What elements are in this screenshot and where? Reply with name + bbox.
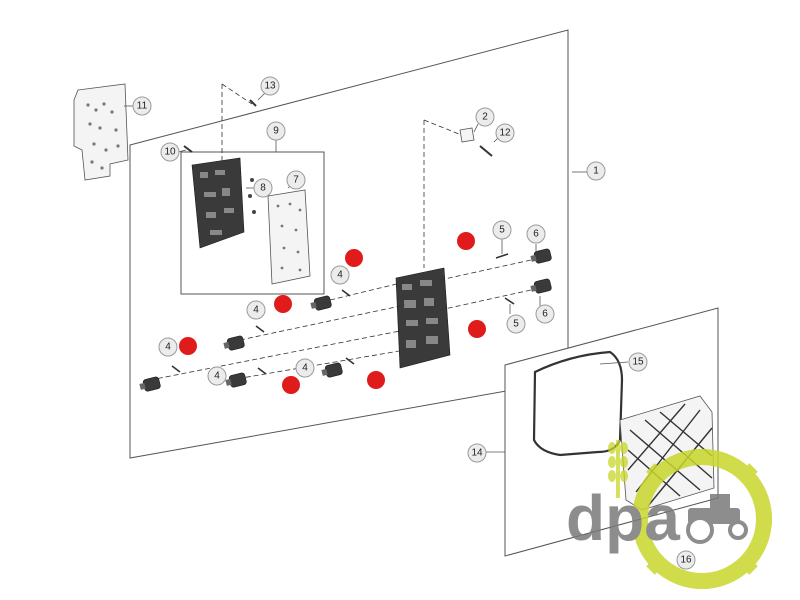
screw-part-8 <box>248 178 256 214</box>
callout-5: 5 <box>492 220 512 240</box>
red-marker <box>282 376 300 394</box>
callout-4: 4 <box>295 358 315 378</box>
callout-5-label: 5 <box>513 319 519 330</box>
callout-4-label: 4 <box>214 371 220 382</box>
red-marker <box>274 295 292 313</box>
callout-9-label: 9 <box>273 126 279 137</box>
callout-8: 8 <box>253 178 273 198</box>
screw-parts-4 <box>171 253 515 375</box>
callout-1-label: 1 <box>593 166 599 177</box>
solenoid-parts <box>139 248 552 392</box>
red-marker <box>468 320 486 338</box>
separator-plate-part <box>73 83 129 181</box>
callout-5: 5 <box>506 314 526 334</box>
screw-part-13 <box>249 99 257 107</box>
callout-8-label: 8 <box>260 183 266 194</box>
callout-4-label: 4 <box>337 270 343 281</box>
callout-6: 6 <box>526 224 546 244</box>
main-valve-body-part <box>395 267 451 369</box>
callout-1: 1 <box>586 161 606 181</box>
callout-6: 6 <box>535 304 555 324</box>
callout-13-label: 13 <box>264 81 276 92</box>
callout-4-label: 4 <box>253 305 259 316</box>
red-markers <box>179 232 486 394</box>
callout-4-label: 4 <box>165 342 171 353</box>
callout-4: 4 <box>330 265 350 285</box>
logo-text: dpa <box>566 482 680 554</box>
callout-7: 7 <box>286 170 306 190</box>
callout-13: 13 <box>260 76 280 96</box>
screw-part-10 <box>183 145 193 153</box>
callout-14: 14 <box>467 443 487 463</box>
callout-2-label: 2 <box>482 112 488 123</box>
red-marker <box>179 337 197 355</box>
callout-6-label: 6 <box>533 229 539 240</box>
callout-5-label: 5 <box>499 225 505 236</box>
bracket-part-2 <box>459 127 475 143</box>
callout-11: 11 <box>132 96 152 116</box>
callout-15: 15 <box>628 352 648 372</box>
red-marker <box>367 371 385 389</box>
logo-tractor-icon <box>686 494 748 544</box>
solenoid-dashed-paths <box>149 257 541 381</box>
callout-15-label: 15 <box>632 357 644 368</box>
callout-9: 9 <box>266 121 286 141</box>
callout-14-label: 14 <box>471 448 483 459</box>
red-marker <box>457 232 475 250</box>
gasket-plate-part <box>267 189 311 285</box>
callout-4: 4 <box>246 300 266 320</box>
callout-4: 4 <box>207 366 227 386</box>
dpa-logo: dpa <box>566 440 772 589</box>
callout-10: 10 <box>160 142 180 162</box>
callout-16: 16 <box>676 550 696 570</box>
screw-part-12 <box>479 145 493 157</box>
callout-12: 12 <box>495 123 515 143</box>
callout-4: 4 <box>158 337 178 357</box>
callout-11-label: 11 <box>137 101 148 112</box>
callout-12-label: 12 <box>499 128 511 139</box>
callout-6-label: 6 <box>542 309 548 320</box>
logo-wheat-icon <box>608 440 628 498</box>
logo-gear-teeth <box>632 449 772 589</box>
red-marker <box>345 249 363 267</box>
valve-body-small-part <box>191 157 245 249</box>
callout-10-label: 10 <box>164 147 176 158</box>
callout-16-label: 16 <box>680 555 692 566</box>
callout-4-label: 4 <box>302 363 308 374</box>
callout-7-label: 7 <box>293 175 299 186</box>
callout-2: 2 <box>475 107 495 127</box>
